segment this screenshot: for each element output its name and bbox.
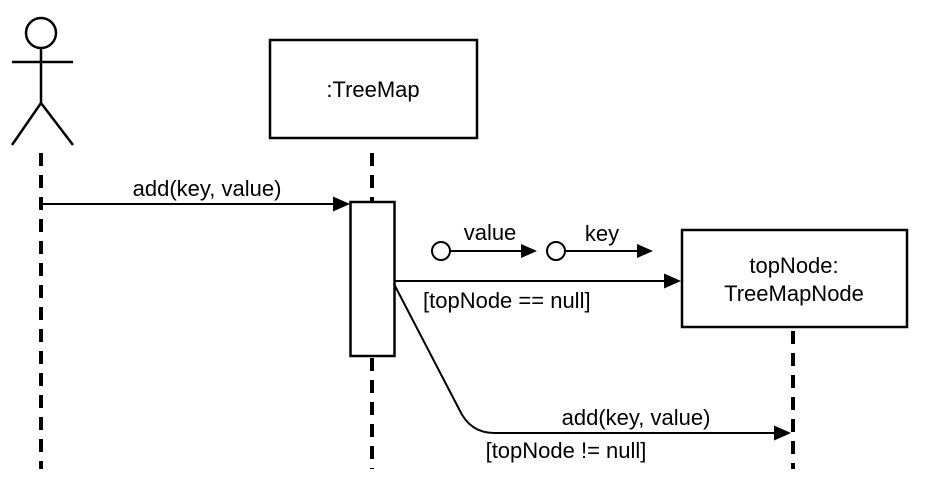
- message-delegate-add-path: [393, 283, 775, 434]
- treemap-object-label: :TreeMap: [326, 77, 419, 102]
- actor-figure: [10, 16, 74, 146]
- key-token-circle: [546, 241, 566, 261]
- treemap-activation-bar: [349, 200, 396, 358]
- value-token-label: value: [464, 220, 517, 245]
- message-delegate-add-arrowhead: [774, 425, 791, 441]
- message-create-guard-label: [topNode == null]: [423, 288, 591, 313]
- topnode-object-label-line1: topNode:: [749, 253, 838, 278]
- message-add-arrowhead: [333, 196, 350, 212]
- topnode-object-box: [680, 228, 909, 329]
- actor-leg-left: [10, 102, 43, 146]
- actor-leg-right: [40, 102, 74, 146]
- value-token-circle: [431, 241, 451, 261]
- key-token-arrowhead: [637, 244, 653, 258]
- message-add-label: add(key, value): [133, 176, 282, 201]
- message-delegate-add-guard-label: [topNode != null]: [486, 438, 647, 463]
- actor-head: [24, 16, 58, 50]
- treemap-object-box: [268, 38, 479, 140]
- message-delegate-add-label: add(key, value): [562, 405, 711, 430]
- key-token-label: key: [585, 221, 619, 246]
- message-create-arrowhead: [664, 273, 681, 289]
- value-token-arrowhead: [521, 244, 537, 258]
- topnode-object-label-line2: TreeMapNode: [724, 281, 864, 306]
